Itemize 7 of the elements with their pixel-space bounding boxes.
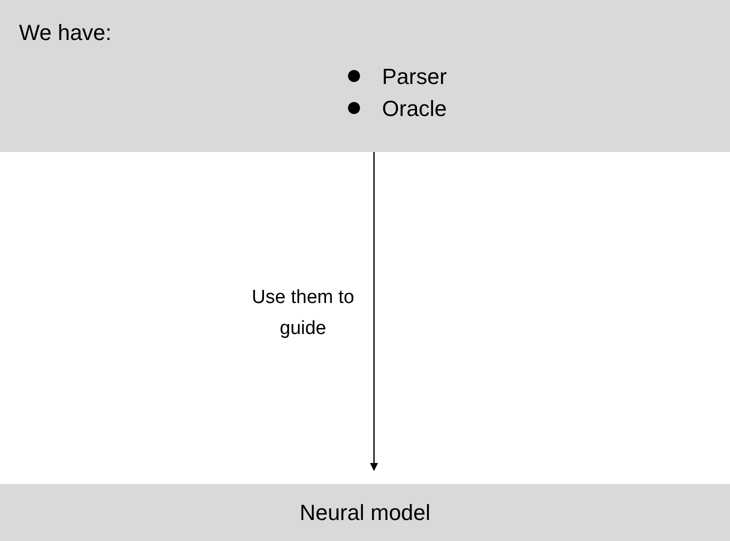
arrow [370, 152, 378, 471]
edge-label: Use them to guide [250, 286, 356, 341]
heading: We have: [19, 19, 112, 47]
list-item: Oracle [382, 94, 447, 122]
list-item: Parser [382, 62, 447, 90]
process-box: Neural model [0, 484, 730, 541]
content-box [0, 0, 730, 152]
